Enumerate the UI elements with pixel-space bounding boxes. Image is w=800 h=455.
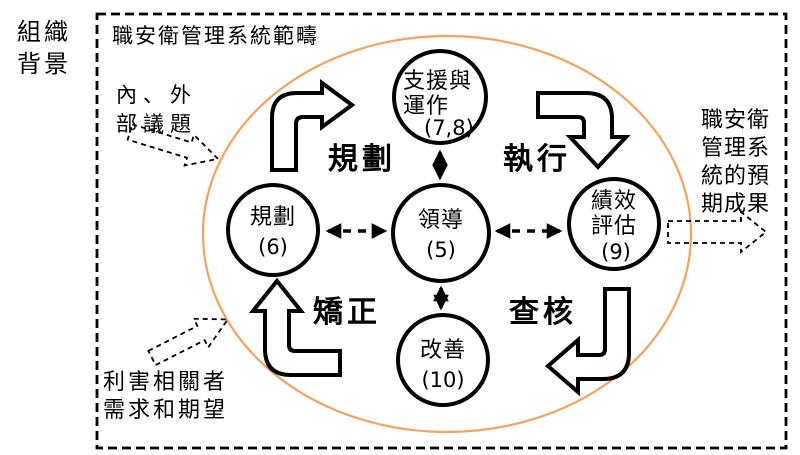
node-improvement-circle bbox=[396, 313, 490, 407]
scope-title: 職安衛管理系統範疇 bbox=[112, 24, 319, 48]
node-planning-label: 規劃 bbox=[250, 205, 296, 230]
org-context-label: 背景 bbox=[17, 50, 71, 78]
node-improvement-label: 改善 bbox=[420, 338, 466, 363]
node-performance-evaluation-clause: (9) bbox=[601, 240, 631, 264]
stakeholders-label: 利害相關者 bbox=[103, 370, 228, 395]
cycle-arrow-do-icon bbox=[536, 91, 631, 170]
phase-act-label: 矯正 bbox=[313, 295, 381, 330]
node-support-operation-clause: (7,8) bbox=[424, 116, 474, 140]
node-leadership-label: 領導 bbox=[418, 208, 464, 233]
node-performance-evaluation-label: 評估 bbox=[591, 214, 637, 239]
phase-check-label: 查核 bbox=[509, 295, 577, 330]
cycle-arrow-act-icon bbox=[248, 277, 342, 377]
phase-do-label: 執行 bbox=[503, 142, 571, 177]
outcomes-label: 期成果 bbox=[701, 192, 770, 217]
node-performance-evaluation-label: 績效 bbox=[591, 189, 637, 214]
input-arrow-issues-icon bbox=[126, 123, 220, 167]
system-boundary-ellipse bbox=[201, 34, 693, 434]
issues-label: 部議題 bbox=[116, 112, 197, 136]
node-support-operation-label: 運作 bbox=[403, 94, 449, 119]
outcomes-label: 管理系 bbox=[701, 136, 770, 161]
output-arrow-outcomes-icon bbox=[667, 210, 768, 254]
outcomes-label: 統的預 bbox=[701, 164, 770, 189]
input-arrow-stakeholders-icon bbox=[147, 317, 230, 367]
org-context-label: 組織 bbox=[17, 18, 71, 46]
node-leadership-circle bbox=[391, 183, 491, 283]
system-scope-border bbox=[95, 12, 788, 450]
node-improvement-clause: (10) bbox=[421, 368, 464, 392]
node-planning-clause: (6) bbox=[258, 235, 288, 259]
phase-plan-label: 規劃 bbox=[328, 142, 396, 177]
node-performance-evaluation-circle bbox=[567, 177, 661, 271]
issues-label: 內、外 bbox=[116, 83, 197, 107]
node-support-operation-circle bbox=[392, 49, 488, 145]
node-leadership-clause: (5) bbox=[426, 238, 456, 262]
cycle-arrow-check-icon bbox=[544, 287, 631, 397]
cycle-arrow-plan-icon bbox=[270, 79, 356, 172]
node-planning-circle bbox=[226, 183, 320, 277]
stakeholders-label: 需求和期望 bbox=[103, 398, 228, 423]
node-support-operation-label: 支援與 bbox=[403, 69, 472, 94]
outcomes-label: 職安衛 bbox=[701, 108, 770, 133]
